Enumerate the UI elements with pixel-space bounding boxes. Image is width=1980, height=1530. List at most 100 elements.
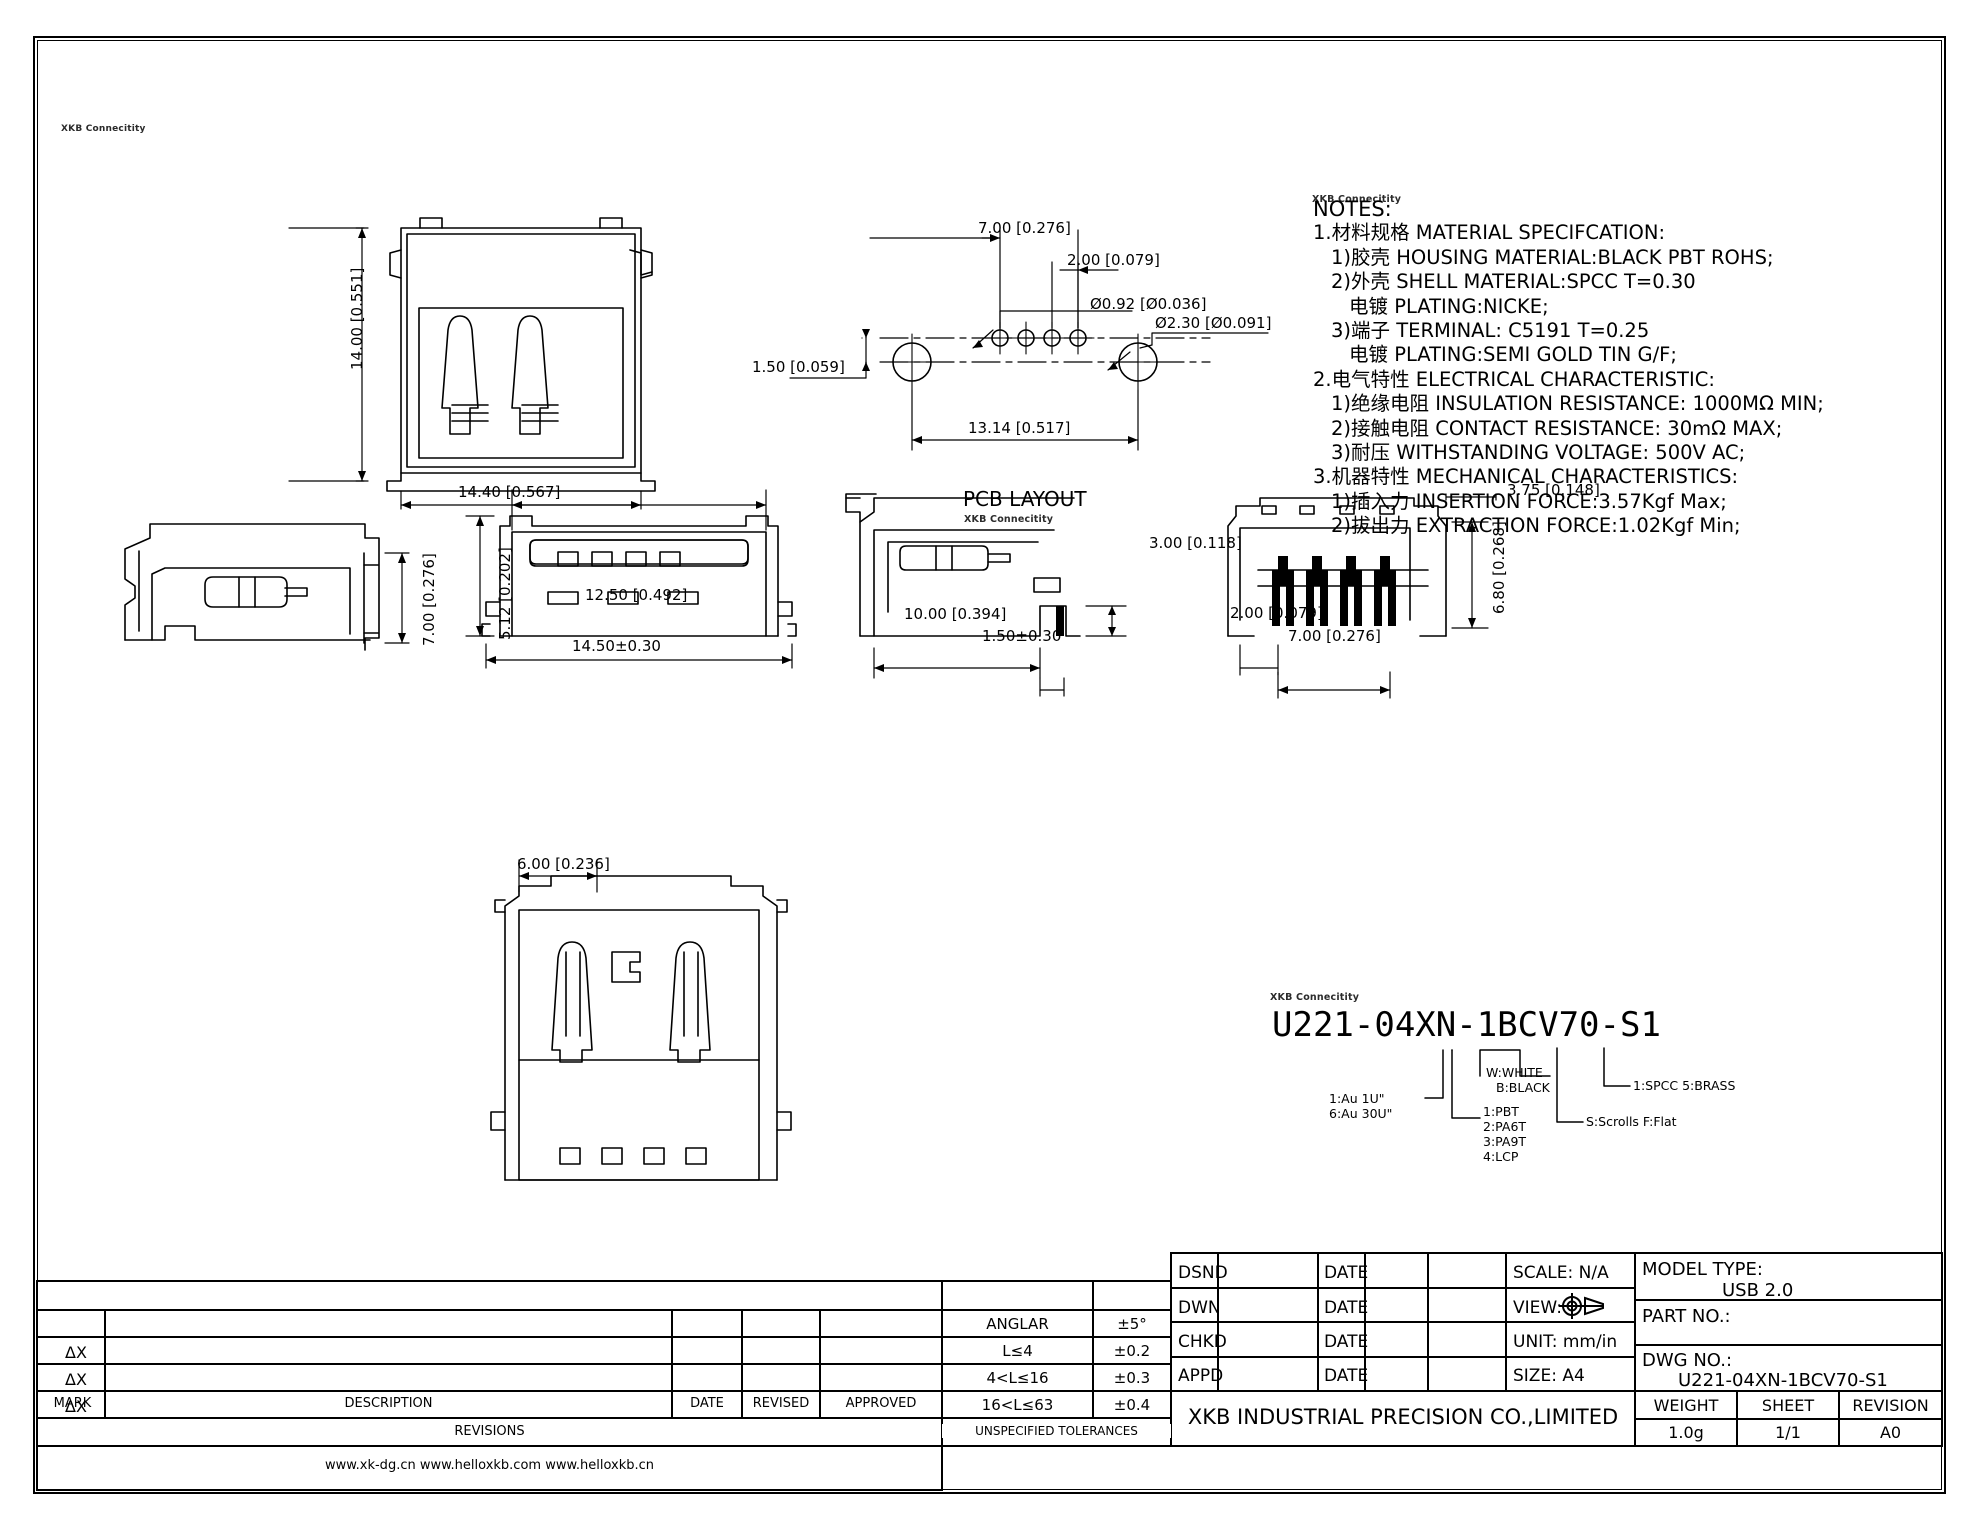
revision-value: A0 <box>1879 1423 1902 1442</box>
legend-color-1: B:BLACK <box>1496 1080 1550 1095</box>
notes-heading: NOTES: <box>1313 197 1392 221</box>
tolerance-tol-1: ±0.2 <box>1113 1342 1151 1360</box>
model-type-label: MODEL TYPE: <box>1642 1259 1763 1280</box>
weight-value: 1.0g <box>1668 1423 1704 1442</box>
title-view-label: VIEW: <box>1513 1298 1562 1318</box>
revision-mark-row-3: ΔX <box>65 1397 87 1416</box>
note-line-0: 1.材料规格 MATERIAL SPECIFCATION: <box>1313 221 1666 245</box>
signoff-role-0: DSND <box>1178 1263 1228 1283</box>
sheet-border-inner <box>37 40 1942 1490</box>
dim-rear-3-75: 3.75 [0.148] <box>1507 481 1600 499</box>
legend-housing-2: 3:PA9T <box>1483 1134 1527 1149</box>
revision-footer: REVISIONS <box>454 1424 525 1439</box>
view-front <box>386 217 656 492</box>
revision-label: REVISION <box>1852 1396 1929 1415</box>
tolerance-range-3: 16<L≤63 <box>981 1396 1054 1414</box>
tolerance-range-0: ANGLAR <box>986 1315 1049 1333</box>
revision-websites: www.xk-dg.cn www.helloxkb.com www.hellox… <box>324 1458 655 1473</box>
legend-housing-1: 2:PA6T <box>1483 1119 1527 1134</box>
revision-col-date: DATE <box>690 1396 724 1411</box>
dwg-no-value: U221-04XN-1BCV70-S1 <box>1678 1370 1888 1391</box>
view-pcb-layout <box>789 229 1269 451</box>
partnumber-leaders <box>1424 1047 1631 1123</box>
view-left-side <box>124 523 410 651</box>
view-section <box>845 493 1127 697</box>
legend-terminal-0: S:Scrolls F:Flat <box>1586 1114 1677 1129</box>
signoff-date-label-1: DATE <box>1324 1298 1369 1318</box>
note-line-9: 3)耐压 WITHSTANDING VOLTAGE: 500V AC; <box>1331 441 1746 465</box>
revision-col-mark: MARK <box>53 1396 92 1411</box>
dim-pcb-2-00: 2.00 [0.079] <box>1067 251 1160 269</box>
dim-front <box>288 227 642 510</box>
signoff-role-1: DWN <box>1178 1298 1221 1318</box>
note-line-12: 2)拔出力 EXTRACTION FORCE:1.02Kgf Min; <box>1331 514 1741 538</box>
note-line-10: 3.机器特性 MECHANICAL CHARACTERISTICS: <box>1313 465 1739 489</box>
revision-col-description: DESCRIPTION <box>344 1396 433 1411</box>
tolerance-range-2: 4<L≤16 <box>986 1369 1049 1387</box>
tolerance-footer: UNSPECIFIED TOLERANCES <box>942 1424 1171 1438</box>
legend-color-0: W:WHITE <box>1486 1065 1543 1080</box>
dim-rear-2-00: 2.00 [0.079] <box>1230 604 1323 622</box>
dim-rear-7-00: 7.00 [0.276] <box>1288 627 1381 645</box>
dim-sec-3-00: 3.00 [0.118] <box>1149 534 1242 552</box>
dwg-no-label: DWG NO.: <box>1642 1350 1733 1371</box>
dim-pcb-dia-092: Ø0.92 [Ø0.036] <box>1090 295 1207 313</box>
company-name: XKB INDUSTRIAL PRECISION CO.,LIMITED <box>1187 1405 1619 1429</box>
legend-terminal: S:Scrolls F:Flat <box>1586 1114 1677 1129</box>
revision-col-approved: APPROVED <box>845 1396 917 1411</box>
tolerance-tol-0: ±5° <box>1117 1315 1147 1333</box>
note-line-8: 2)接触电阻 CONTACT RESISTANCE: 30mΩ MAX; <box>1331 416 1783 440</box>
watermark-partnumber: XKB Connecitity <box>1270 992 1360 1003</box>
dim-sec-10-00: 10.00 [0.394] <box>904 605 1007 623</box>
dim-front-width: 14.40 [0.567] <box>458 483 561 501</box>
revision-mark-row-1: ΔX <box>65 1343 87 1362</box>
model-type-value: USB 2.0 <box>1722 1280 1794 1301</box>
dim-sec-1-50: 1.50±0.30 <box>982 627 1062 645</box>
dim-pcb-dia-230: Ø2.30 [Ø0.091] <box>1155 314 1272 332</box>
tolerance-range-1: L≤4 <box>1002 1342 1033 1360</box>
legend-housing-0: 1:PBT <box>1483 1104 1519 1119</box>
part-number-title: U221-04XN-1BCV70-S1 <box>1272 1005 1661 1045</box>
signoff-date-label-0: DATE <box>1324 1263 1369 1283</box>
legend-color: W:WHITE B:BLACK <box>1486 1065 1550 1095</box>
note-line-5: 电镀 PLATING:SEMI GOLD TIN G/F; <box>1349 343 1677 367</box>
title-size: SIZE: A4 <box>1513 1366 1585 1386</box>
legend-housing: 1:PBT 2:PA6T 3:PA9T 4:LCP <box>1483 1104 1526 1164</box>
view-bottom-large <box>490 859 792 1181</box>
signoff-role-3: APPD <box>1178 1366 1224 1386</box>
watermark-notes: XKB Connecitity <box>1312 194 1402 205</box>
revision-col-revised: REVISED <box>752 1396 810 1411</box>
legend-housing-3: 4:LCP <box>1483 1149 1519 1164</box>
note-line-11: 1)插入力 INSERTION FORCE:3.57Kgf Max; <box>1331 489 1727 513</box>
watermark-top-left: XKB Connecitity <box>61 124 146 134</box>
revision-mark-row-2: ΔX <box>65 1370 87 1389</box>
view-rear <box>1227 493 1497 699</box>
note-line-3: 电镀 PLATING:NICKE; <box>1349 294 1549 318</box>
legend-plating-0: 1:Au 1U" <box>1329 1091 1385 1106</box>
signoff-date-label-2: DATE <box>1324 1332 1369 1352</box>
notes-block: NOTES: 1.材料规格 MATERIAL SPECIFCATION: 1)胶… <box>1313 197 1953 539</box>
view-top <box>465 489 797 669</box>
pcb-layout-caption: PCB LAYOUT <box>963 487 1087 511</box>
title-scale: SCALE: N/A <box>1513 1263 1609 1283</box>
weight-label: WEIGHT <box>1653 1396 1719 1415</box>
watermark-pcb: XKB Connecitity <box>964 514 1054 525</box>
note-line-1: 1)胶壳 HOUSING MATERIAL:BLACK PBT ROHS; <box>1331 245 1774 269</box>
legend-plating-1: 6:Au 30U" <box>1329 1106 1393 1121</box>
dim-bottom-6-00: 6.00 [0.236] <box>517 855 610 873</box>
note-line-6: 2.电气特性 ELECTRICAL CHARACTERISTIC: <box>1313 367 1715 391</box>
note-line-7: 1)绝缘电阻 INSULATION RESISTANCE: 1000MΩ MIN… <box>1331 392 1824 416</box>
legend-plating: 1:Au 1U" 6:Au 30U" <box>1329 1091 1392 1121</box>
tolerance-tol-3: ±0.4 <box>1113 1396 1151 1414</box>
sheet-border-outer <box>33 36 1946 1494</box>
note-line-2: 2)外壳 SHELL MATERIAL:SPCC T=0.30 <box>1331 270 1696 294</box>
signoff-date-label-3: DATE <box>1324 1366 1369 1386</box>
title-unit: UNIT: mm/in <box>1513 1332 1618 1352</box>
signoff-role-2: CHKD <box>1178 1332 1227 1352</box>
legend-shell-0: 1:SPCC 5:BRASS <box>1633 1078 1736 1093</box>
note-line-4: 3)端子 TERMINAL: C5191 T=0.25 <box>1331 319 1650 343</box>
